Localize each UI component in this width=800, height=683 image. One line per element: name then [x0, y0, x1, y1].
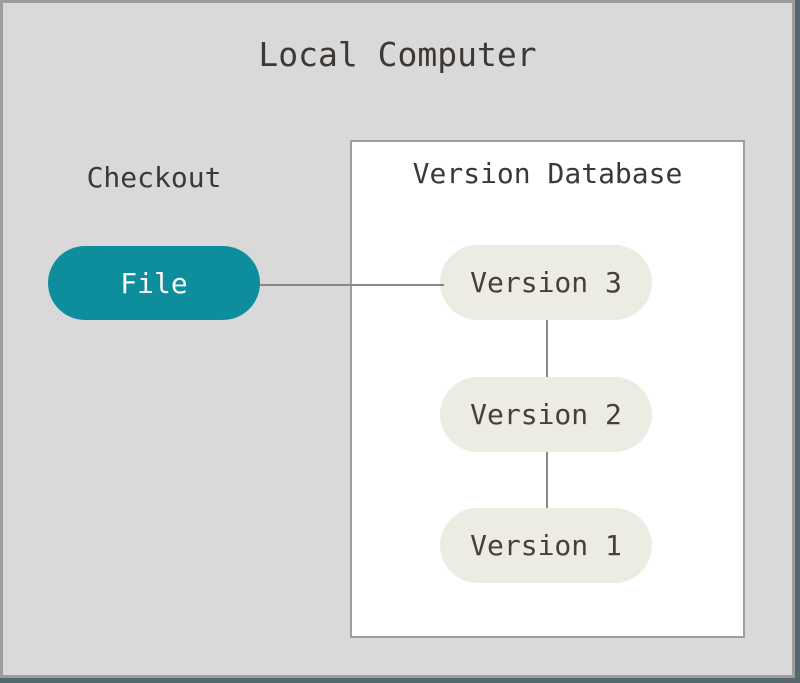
version-node-1-label: Version 1 — [470, 529, 622, 562]
version-node-3: Version 3 — [440, 245, 652, 320]
version-database-title: Version Database — [412, 157, 683, 190]
version-node-2-label: Version 2 — [470, 398, 622, 431]
file-node: File — [48, 246, 260, 320]
version-node-2: Version 2 — [440, 377, 652, 452]
connector-version3-to-version2 — [546, 320, 548, 377]
file-node-label: File — [120, 266, 188, 300]
connector-version2-to-version1 — [546, 452, 548, 508]
version-node-1: Version 1 — [440, 508, 652, 583]
connector-file-to-version3 — [260, 284, 444, 286]
diagram-title: Local Computer — [258, 35, 537, 74]
version-database-box: Version Database Version 3 Version 2 Ver… — [350, 140, 745, 638]
version-node-3-label: Version 3 — [470, 266, 622, 299]
checkout-label: Checkout — [86, 161, 222, 194]
